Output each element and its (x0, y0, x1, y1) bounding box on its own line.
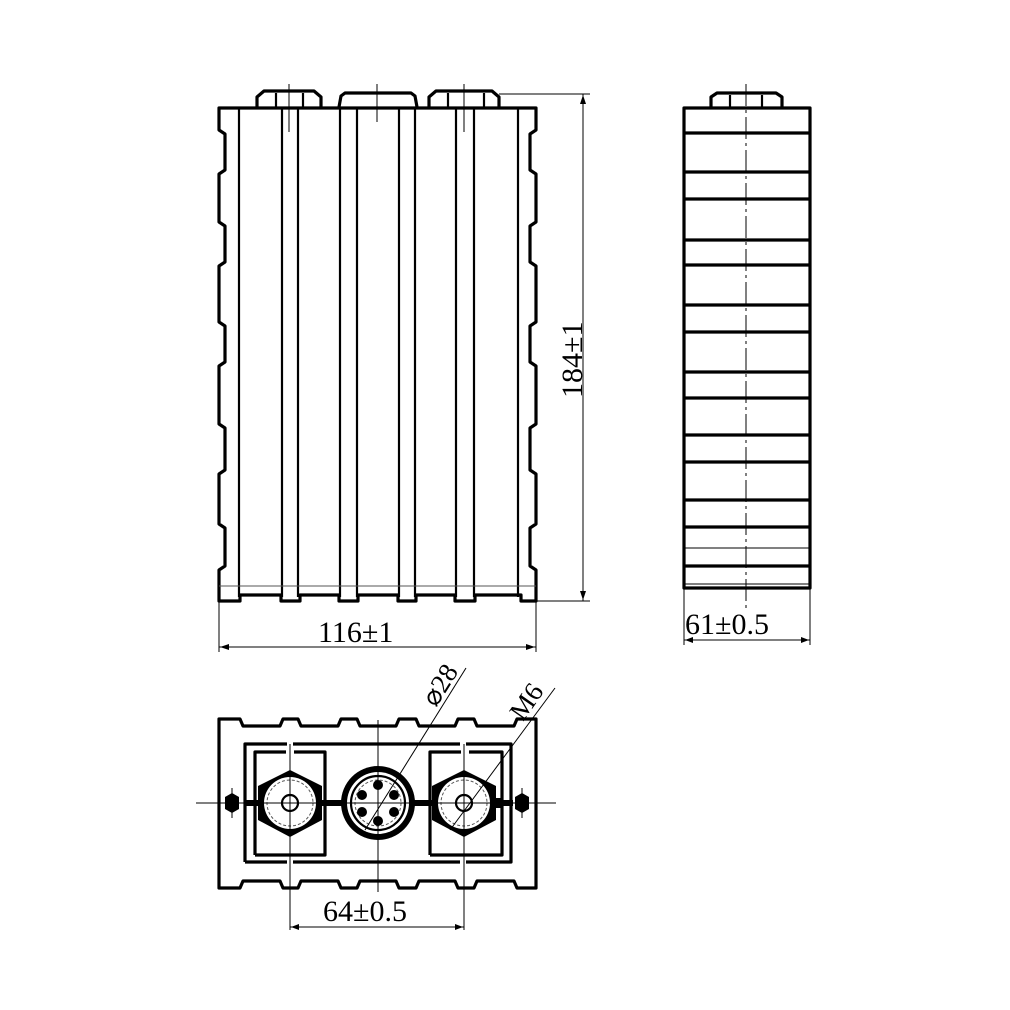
thickness-dimension: 61±0.5 (683, 588, 811, 645)
cell-body-outline (217, 106, 538, 603)
front-view (217, 84, 538, 603)
terminal-spacing-label: 64±0.5 (323, 895, 407, 928)
side-body-outline (682, 106, 812, 590)
width-dimension: 116±1 (218, 601, 537, 652)
terminal-thread-callout: M6 (503, 678, 549, 726)
thickness-dimension-label: 61±0.5 (685, 608, 769, 641)
height-dimension-label: 184±1 (556, 322, 589, 398)
side-view (682, 84, 812, 612)
top-view (196, 667, 556, 930)
terminal-spacing-dimension: 64±0.5 (290, 895, 464, 930)
height-dimension: 184±1 (499, 93, 590, 602)
width-dimension-label: 116±1 (318, 616, 393, 649)
vent-cap (337, 91, 419, 108)
vent-diameter-callout: ⌀28 (416, 659, 464, 712)
top-view-outline (217, 717, 538, 890)
